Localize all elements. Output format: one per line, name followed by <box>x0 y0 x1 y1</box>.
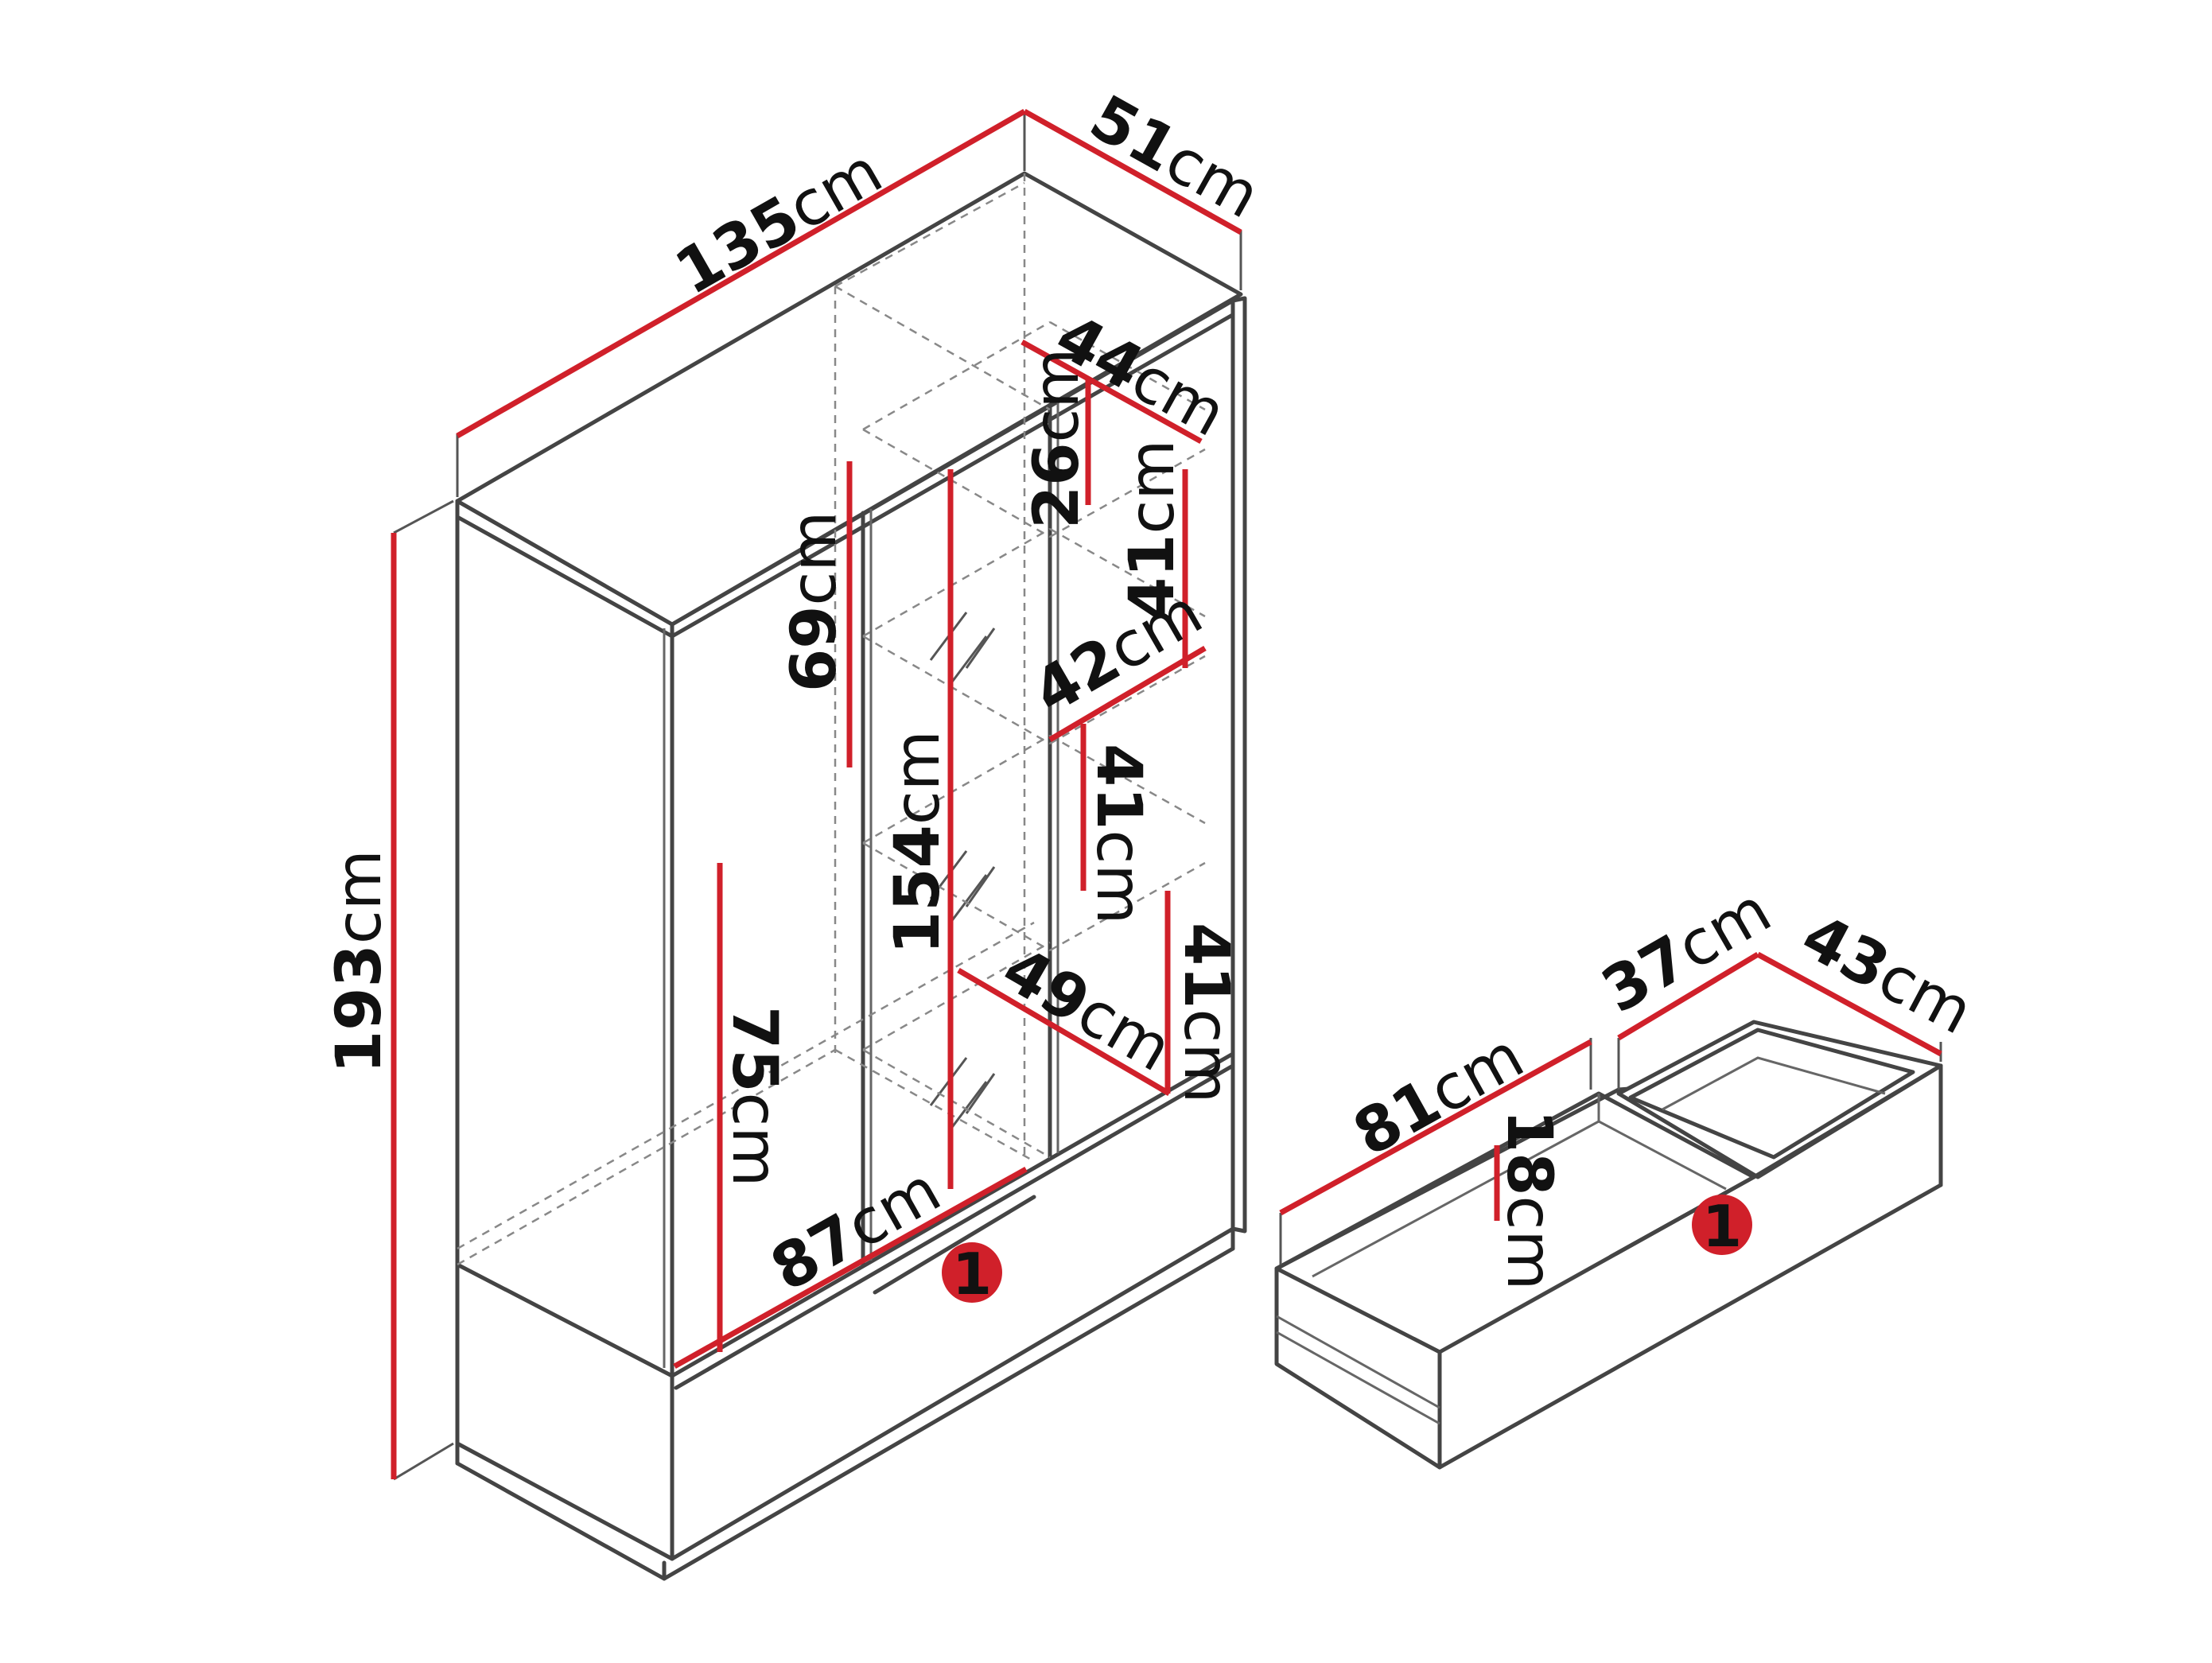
interior-dashed-lines <box>457 173 1206 1266</box>
label-drawer-width: 37cm <box>1591 875 1783 1028</box>
drawer-labels: 81cm 18cm 37cm 43cm 1 <box>1343 875 1985 1291</box>
wardrobe-top <box>455 171 1243 627</box>
wardrobe-top-edge <box>455 308 1243 639</box>
inner-width-line <box>673 1166 1028 1370</box>
label-hanging-upper: 69cm <box>779 511 850 692</box>
shelf-depth-line <box>1048 645 1207 743</box>
ext-height-top <box>393 499 454 534</box>
drawer-badge: 1 <box>942 1241 1002 1307</box>
drawer-small-inner <box>1662 1056 1886 1111</box>
drawer-side-groove <box>1276 1315 1440 1409</box>
drawer-depth-line <box>1756 951 1942 1057</box>
label-drawer-height: 18cm <box>1493 1109 1565 1290</box>
label-top-compartment: 26cm <box>1021 348 1093 529</box>
wardrobe-dimension-lines <box>391 108 1242 1481</box>
width-dimension-line <box>456 108 1026 439</box>
label-compartment-1: 41cm <box>1117 440 1188 620</box>
drawer-side-groove-2 <box>1276 1331 1440 1425</box>
label-compartment-2: 41cm <box>1083 744 1154 924</box>
depth-dimension-line <box>1023 108 1242 235</box>
wardrobe-left-side <box>455 499 674 1561</box>
drawer-top-edge-2 <box>674 1063 1235 1390</box>
wardrobe-labels: 135cm 51cm 193cm 44cm 26cm 41cm 42cm 41c… <box>324 82 1271 1307</box>
drawer-small-opening <box>1628 1028 1915 1160</box>
drawer-drawing <box>1274 1020 1943 1470</box>
drawer-length-line <box>1279 1039 1592 1216</box>
drawer-badge-label: 1 <box>952 1241 992 1307</box>
drawer-detail-badge-label: 1 <box>1702 1193 1742 1260</box>
label-lower-hanging: 75cm <box>718 1006 790 1187</box>
label-hanging-full: 154cm <box>882 730 954 954</box>
label-height: 193cm <box>324 849 395 1074</box>
drawer-small-front-top <box>1751 1063 1943 1179</box>
drawer-width-line <box>1617 951 1759 1041</box>
drawer-detail-badge: 1 <box>1692 1193 1752 1260</box>
ext-height-bottom <box>393 1442 454 1481</box>
shelf-width-line <box>1020 339 1203 445</box>
wardrobe-right-edge <box>1230 296 1247 1234</box>
drawer-dimension-lines <box>1279 951 1942 1265</box>
drawer-top-edge <box>670 1051 1235 1378</box>
drawer-divider-handle <box>1608 1175 1756 1259</box>
wardrobe-drawing <box>455 171 1247 1581</box>
label-compartment-3: 41cm <box>1170 923 1242 1103</box>
drawer-side-top <box>455 1262 674 1378</box>
drawer-handle <box>873 1195 1036 1295</box>
drawer-space-depth-line <box>957 967 1171 1097</box>
label-depth: 51cm <box>1079 82 1271 233</box>
